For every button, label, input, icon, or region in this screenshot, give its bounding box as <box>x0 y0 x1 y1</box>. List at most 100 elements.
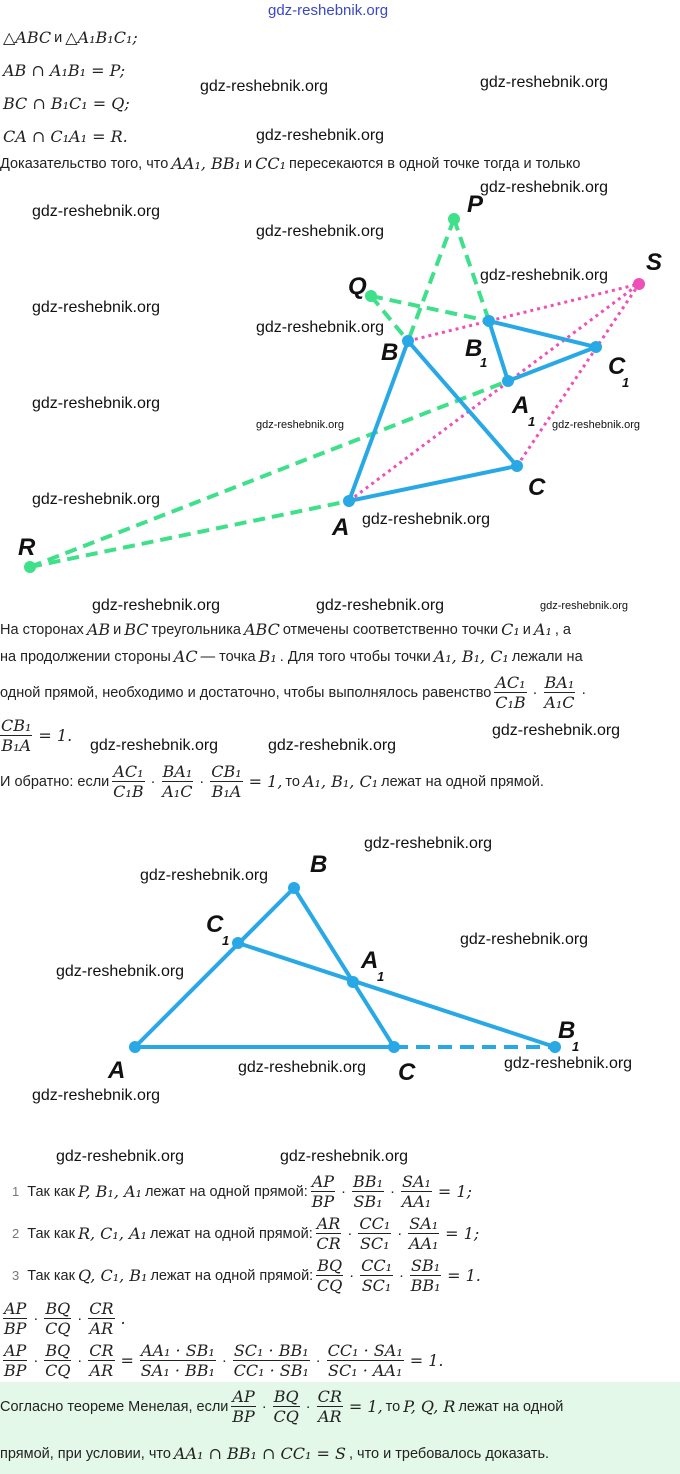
given-r: CA ∩ C₁A₁ = R. <box>0 127 131 146</box>
text: то <box>285 773 300 790</box>
math: . <box>120 1309 126 1328</box>
watermark: gdz-reshebnik.org <box>504 1055 633 1072</box>
dot: · <box>305 1398 311 1415</box>
denominator: SB₁ <box>353 1192 383 1211</box>
dot: · <box>347 1225 353 1242</box>
math: = 1, <box>248 772 283 791</box>
dot: · <box>221 1352 227 1369</box>
label-b: B <box>381 339 398 366</box>
text: — точка <box>200 648 256 665</box>
watermark: gdz-reshebnik.org <box>256 419 345 431</box>
label-q: Q <box>348 273 367 300</box>
dot: · <box>397 1225 403 1242</box>
watermark: gdz-reshebnik.org <box>256 223 385 240</box>
math: AC <box>173 647 198 666</box>
math: A₁ <box>533 620 552 639</box>
numerator: AP <box>3 1299 28 1319</box>
denominator: A₁C <box>162 782 193 801</box>
figure-desargues: P Q B B1 C1 A1 C A R S <box>18 191 662 573</box>
conclusion-highlight <box>0 1382 680 1474</box>
watermark: gdz-reshebnik.org <box>256 127 385 144</box>
watermark: gdz-reshebnik.org <box>268 2 389 19</box>
label-a1: A <box>511 392 529 419</box>
label-p: P <box>467 191 484 218</box>
math: CC₁ <box>255 154 286 173</box>
dot: · <box>33 1352 39 1369</box>
text: На сторонах <box>0 621 84 638</box>
point-b1 <box>483 315 495 327</box>
math: R, C₁, A₁ <box>77 1224 147 1243</box>
label-c1: C <box>206 911 224 938</box>
text: лежат на одной <box>458 1398 564 1415</box>
point-p <box>448 213 460 225</box>
watermark: gdz-reshebnik.org <box>238 1059 367 1076</box>
label-a: A <box>331 514 349 541</box>
denominator: BP <box>311 1192 335 1211</box>
watermark: gdz-reshebnik.org <box>480 267 609 284</box>
watermark: gdz-reshebnik.org <box>540 600 629 612</box>
given-q: BC ∩ B₁C₁ = Q; <box>0 94 133 113</box>
text: , а <box>554 621 571 638</box>
text: то <box>385 1398 401 1415</box>
numerator: AP <box>3 1341 28 1361</box>
text: и <box>113 621 122 638</box>
watermark: gdz-reshebnik.org <box>32 299 161 316</box>
point-a <box>129 1041 141 1053</box>
watermark: gdz-reshebnik.org <box>362 511 491 528</box>
text: и <box>522 621 531 638</box>
math: Q, C₁, B₁ <box>77 1266 148 1285</box>
label-sub: 1 <box>622 375 629 390</box>
point-a1 <box>347 976 359 988</box>
math: A₁, B₁, C₁ <box>302 772 379 791</box>
numerator: BQ <box>316 1256 344 1276</box>
dot: · <box>532 684 538 701</box>
line-as <box>348 282 640 503</box>
denominator: BB₁ <box>410 1276 441 1295</box>
watermark: gdz-reshebnik.org <box>280 1148 409 1165</box>
numerator: CB₁ <box>210 762 243 782</box>
denominator: CQ <box>273 1407 299 1426</box>
label-sub: 1 <box>377 969 384 984</box>
watermark: gdz-reshebnik.org <box>480 179 609 196</box>
label-a: A <box>107 1057 125 1084</box>
line-bs <box>407 282 640 343</box>
numerator: CB₁ <box>0 716 33 736</box>
watermark: gdz-reshebnik.org <box>316 597 445 614</box>
dot: · <box>261 1398 267 1415</box>
watermark: gdz-reshebnik.org <box>140 867 269 884</box>
watermark: gdz-reshebnik.org <box>460 931 589 948</box>
denominator: CC₁ · SB₁ <box>233 1361 309 1380</box>
text: Так как <box>27 1183 75 1200</box>
denominator: AR <box>317 1407 342 1426</box>
numerator: SC₁ · BB₁ <box>232 1341 310 1361</box>
text: треугольника <box>151 621 241 638</box>
watermark: gdz-reshebnik.org <box>32 203 161 220</box>
given-p: AB ∩ A₁B₁ = P; <box>0 61 128 80</box>
label-b1: B <box>465 335 482 362</box>
math: AB <box>86 620 111 639</box>
numerator: BB₁ <box>352 1172 384 1192</box>
theorem-line-3: одной прямой, необходимо и достаточно, ч… <box>0 673 589 712</box>
denominator: B₁A <box>211 782 242 801</box>
math: = 1. <box>409 1351 444 1370</box>
step-number: 2 <box>12 1226 20 1241</box>
denominator: SA₁ · BB₁ <box>140 1361 215 1380</box>
denominator: C₁B <box>113 782 144 801</box>
math: P, Q, R <box>403 1397 456 1416</box>
denominator: SC₁ · AA₁ <box>327 1361 403 1380</box>
